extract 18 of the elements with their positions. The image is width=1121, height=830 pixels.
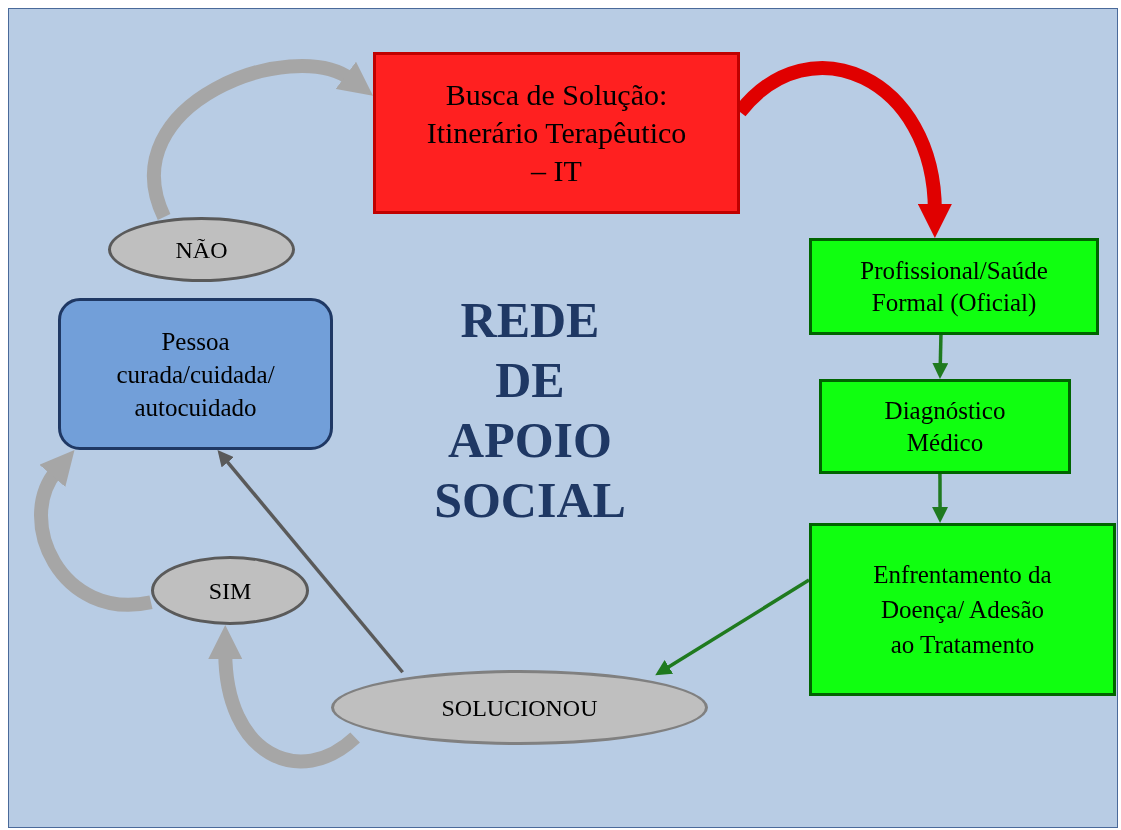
center-title: REDE DE APOIO SOCIAL <box>433 291 627 530</box>
process-box <box>373 52 740 214</box>
arrow <box>932 334 949 379</box>
node-label: Busca de Solução: Itinerário Terapêutico – IT <box>425 77 688 189</box>
rounded-box <box>58 298 333 450</box>
curved-block-arrow <box>34 447 152 612</box>
process-box <box>809 523 1116 696</box>
node-label: NÃO <box>175 235 228 265</box>
node-label: SIM <box>208 576 252 606</box>
node-label: Profissional/Saúde Formal (Oficial) <box>859 255 1049 319</box>
process-box <box>819 379 1071 474</box>
node-label: Pessoa curada/cuidada/ autocuidado <box>115 326 276 423</box>
process-box <box>809 238 1099 335</box>
node-label: SOLUCIONOU <box>441 693 598 723</box>
arrow <box>932 474 949 523</box>
node-label: Diagnóstico Médico <box>883 395 1007 458</box>
arrow <box>655 578 810 676</box>
node-label: Enfrentamento da Doença/ Adesão ao Tratamento <box>872 560 1053 660</box>
